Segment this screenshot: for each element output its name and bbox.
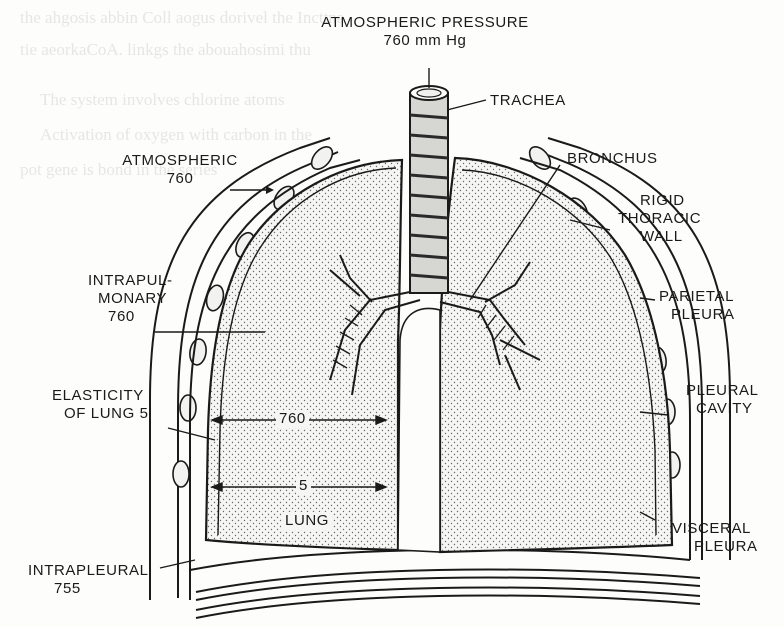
intrapul-line1: INTRAPUL- [88, 272, 173, 290]
atmospheric-pressure-label: ATMOSPHERIC PRESSURE 760 mm Hg [300, 14, 550, 50]
rigid-thoracic-wall-label: RIGID THORACIC WALL [618, 192, 701, 246]
bronchus-label: BRONCHUS [567, 150, 658, 168]
pleural-line1: PLEURAL [686, 382, 759, 400]
lung-label: LUNG [282, 512, 332, 530]
rigid-line2: THORACIC [618, 210, 701, 228]
parietal-line1: PARIETAL [659, 288, 735, 306]
visceral-line1: VISCERAL [672, 520, 758, 538]
trachea [410, 86, 448, 293]
intrapul-line3: 760 [88, 308, 173, 326]
visceral-line2: PLEURA [672, 538, 758, 556]
atmospheric-760-label: ATMOSPHERIC 760 [118, 152, 242, 188]
atmospheric-pressure-line1: ATMOSPHERIC PRESSURE [300, 14, 550, 32]
atmospheric-label-line2: 760 [118, 170, 242, 188]
intrapulmonary-760-label: INTRAPUL- MONARY 760 [88, 272, 173, 326]
pleural-line2: CAVITY [686, 400, 759, 418]
elasticity-of-lung-label: ELASTICITY OF LUNG 5 [52, 387, 149, 423]
atmospheric-label-line1: ATMOSPHERIC [118, 152, 242, 170]
measure-5-label: 5 [296, 477, 311, 495]
parietal-pleura-label: PARIETAL PLEURA [659, 288, 735, 324]
elasticity-line1: ELASTICITY [52, 387, 149, 405]
intrapul-line2: MONARY [88, 290, 173, 308]
intrapleural-line2: 755 [28, 580, 149, 598]
pleural-cavity-label: PLEURAL CAVITY [686, 382, 759, 418]
measure-760-label: 760 [276, 410, 309, 428]
atmospheric-pressure-line2: 760 mm Hg [300, 32, 550, 50]
trachea-label: TRACHEA [490, 92, 566, 110]
rigid-line3: WALL [618, 228, 701, 246]
visceral-pleura-label: VISCERAL PLEURA [672, 520, 758, 556]
elasticity-line2: OF LUNG 5 [52, 405, 149, 423]
intrapleural-line1: INTRAPLEURAL [28, 562, 149, 580]
parietal-line2: PLEURA [659, 306, 735, 324]
diaphragm [190, 550, 700, 618]
mediastinum [398, 309, 440, 552]
intrapleural-755-label: INTRAPLEURAL 755 [28, 562, 149, 598]
rigid-line1: RIGID [618, 192, 701, 210]
